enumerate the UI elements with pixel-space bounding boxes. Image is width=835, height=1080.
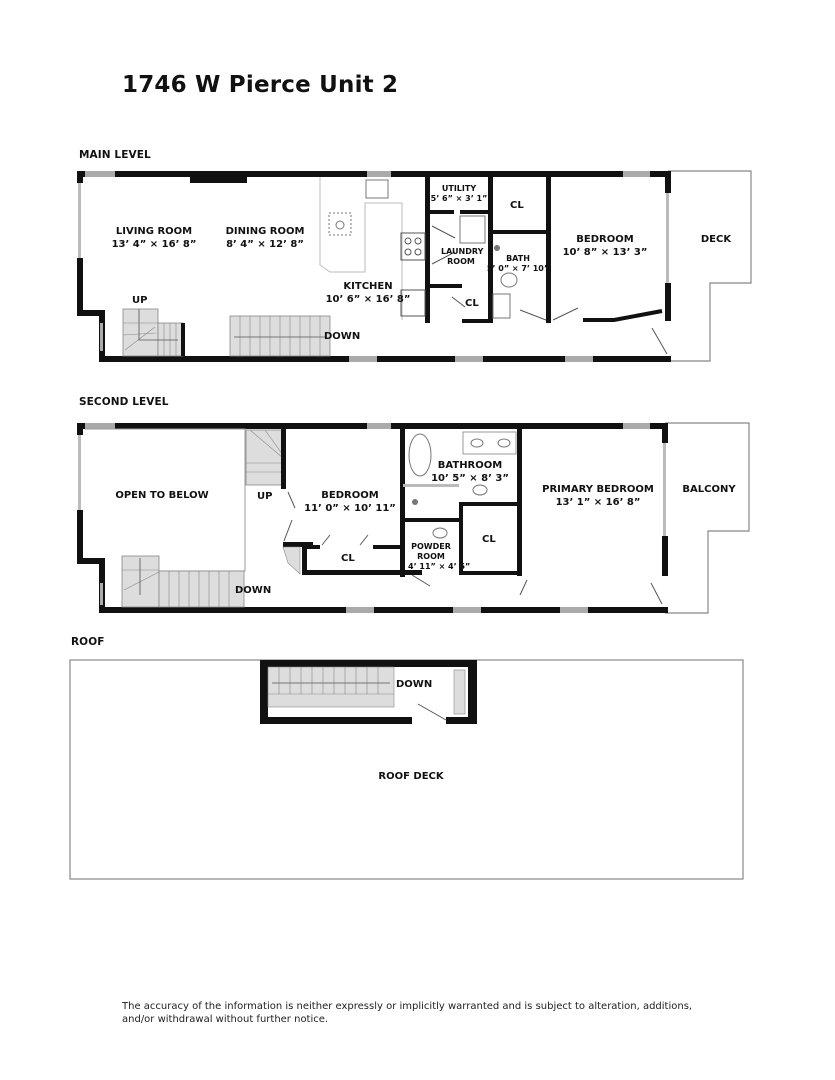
page-title: 1746 W Pierce Unit 2 xyxy=(122,72,399,98)
room-deck: DECK xyxy=(700,234,732,245)
room-utility: UTILITY 5’ 6” × 3’ 1” xyxy=(430,184,488,203)
room-primary-bedroom: PRIMARY BEDROOM 13’ 1” × 16’ 8” xyxy=(542,484,654,508)
second-level-walls xyxy=(77,422,750,614)
room-bedroom-second: BEDROOM 11’ 0” × 10’ 11” xyxy=(304,490,396,514)
room-dimensions: 10’ 8” × 13’ 3” xyxy=(562,247,648,258)
room-bath: BATH 5’ 0” × 7’ 10” xyxy=(486,254,550,273)
main-level-label: MAIN LEVEL xyxy=(79,149,151,161)
stairs-down-label: DOWN xyxy=(235,585,272,596)
room-laundry-room: LAUNDRY ROOM xyxy=(441,247,484,266)
room-powder-room: POWDER ROOM 4’ 11” × 4’ 5” xyxy=(408,542,471,571)
stairs-down-label: DOWN xyxy=(324,331,361,342)
stairs-down-label: DOWN xyxy=(396,679,433,690)
stairs-up-label: UP xyxy=(132,295,148,306)
room-living-room: LIVING ROOM 13’ 4” × 16’ 8” xyxy=(111,226,197,250)
room-dimensions: 4’ 11” × 4’ 5” xyxy=(408,562,471,571)
room-dimensions: 10’ 5” × 8’ 3” xyxy=(431,473,509,484)
closet-label: CL xyxy=(510,200,524,211)
closet-label: CL xyxy=(465,298,479,309)
room-dimensions: 10’ 6” × 16’ 8” xyxy=(325,294,411,305)
room-dimensions: 11’ 0” × 10’ 11” xyxy=(304,503,396,514)
room-dining-room: DINING ROOM 8’ 4” × 12’ 8” xyxy=(225,226,305,250)
disclaimer-text: The accuracy of the information is neith… xyxy=(122,1001,693,1025)
closet-label: CL xyxy=(482,534,496,545)
closet-label: CL xyxy=(341,553,355,564)
room-bedroom-main: BEDROOM 10’ 8” × 13’ 3” xyxy=(562,234,648,258)
room-roof-deck: ROOF DECK xyxy=(378,771,444,782)
room-kitchen: KITCHEN 10’ 6” × 16’ 8” xyxy=(325,281,411,305)
second-level-label: SECOND LEVEL xyxy=(79,396,169,408)
room-balcony: BALCONY xyxy=(682,484,736,495)
room-dimensions: 5’ 6” × 3’ 1” xyxy=(430,194,488,203)
stairs-up-label: UP xyxy=(257,491,273,502)
room-open-to-below: OPEN TO BELOW xyxy=(115,490,209,501)
roof-level-label: ROOF xyxy=(71,636,105,648)
room-dimensions: 13’ 1” × 16’ 8” xyxy=(555,497,641,508)
room-dimensions: 13’ 4” × 16’ 8” xyxy=(111,239,197,250)
room-bathroom: BATHROOM 10’ 5” × 8’ 3” xyxy=(431,460,509,484)
main-level-walls xyxy=(77,170,752,362)
room-dimensions: 5’ 0” × 7’ 10” xyxy=(486,264,550,273)
room-dimensions: 8’ 4” × 12’ 8” xyxy=(226,239,304,250)
